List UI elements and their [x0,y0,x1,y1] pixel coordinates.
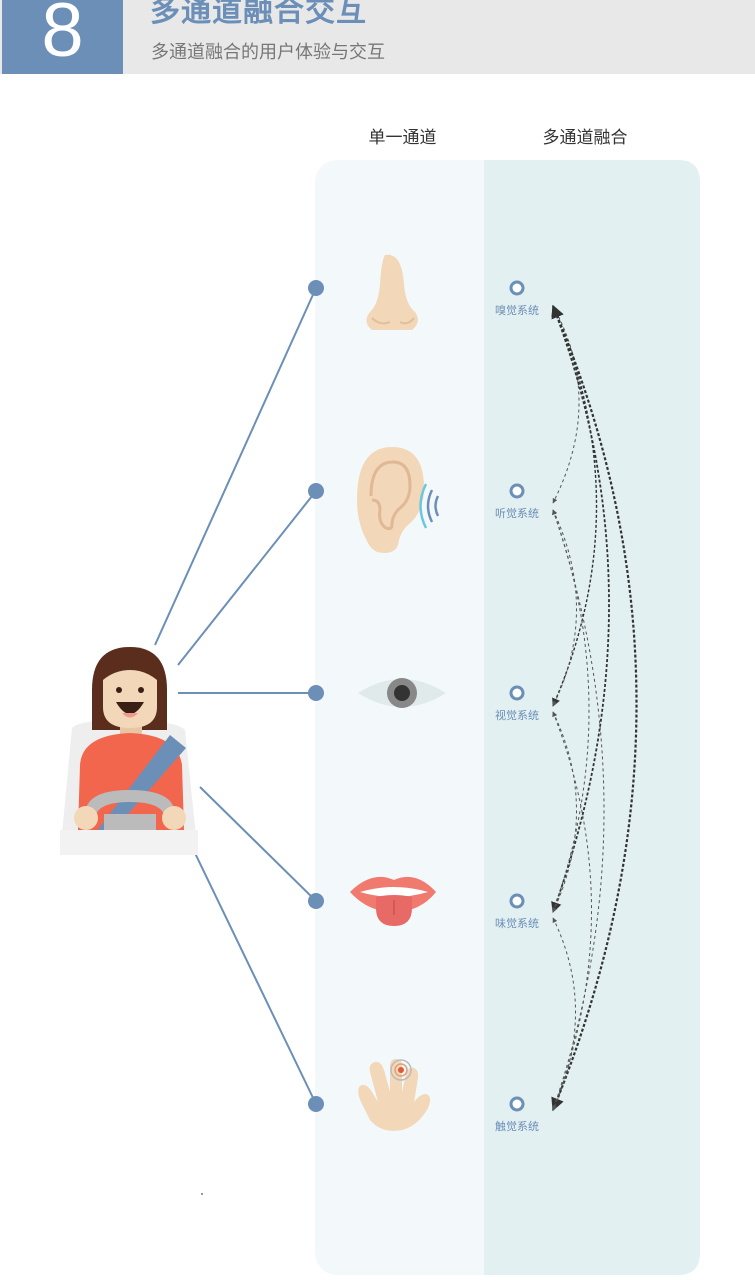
panel [315,160,700,1275]
connector-dot [308,483,324,499]
ear-icon [357,447,440,553]
arc-taste-touch [552,917,576,1111]
column-header-multi: 多通道融合 [542,128,628,148]
section-title: 多通道融合交互 [150,0,367,29]
hand [74,806,98,830]
arc-hearing-touch [552,509,605,1111]
arc-vision-touch [552,711,592,1111]
tongue [122,713,138,718]
connector-dot [308,685,324,701]
driver-icon [60,647,198,855]
fusion-node [509,1096,525,1112]
fusion-nodes [509,280,525,1112]
panel-multi-channel [484,160,700,1275]
fusion-node [509,685,525,701]
connector-hearing [177,490,317,666]
arc-vision-taste [552,711,577,913]
fusion-arcs [551,304,638,1112]
header-band [0,0,755,74]
fusion-node [509,280,525,296]
arc-smell-touch [551,304,638,1112]
connector-dot [308,893,324,909]
hand [162,806,186,830]
connector-dot [308,280,324,296]
section-number-box: 8 [2,0,123,74]
fusion-label-vision: 视觉系统 [495,708,539,722]
nose-icon [366,254,418,330]
steering-wheel [85,790,175,818]
stray-dot [201,1193,203,1195]
seat-belt [96,735,186,832]
fusion-label-smell: 嗅觉系统 [495,303,539,317]
fusion-node [509,893,525,909]
eye [116,687,122,693]
fusion-node [509,483,525,499]
steering-column [104,814,156,830]
fusion-label-taste: 味觉系统 [495,917,539,930]
smile [116,702,144,714]
fusion-label-touch: 触觉系统 [495,1119,539,1133]
face [103,665,157,728]
connector-dots [308,280,324,1112]
arc-hearing-vision [552,509,577,707]
bangs [95,650,165,688]
mouth-icon [350,876,436,926]
eye [138,687,144,693]
hand-icon [358,1059,431,1131]
section-number: 8 [41,0,84,73]
fusion-label-hearing: 听觉系统 [495,507,539,520]
arc-smell-hearing [552,305,580,504]
column-header-single: 单一通道 [368,128,437,148]
arc-smell-taste [551,304,610,914]
dashboard [60,830,198,855]
section-subtitle: 多通道融合的用户体验与交互 [151,42,385,63]
connector-smell [154,287,317,646]
connector-lines [154,287,317,1105]
connector-taste [199,786,317,902]
eye-icon [358,678,446,708]
connector-touch [179,821,317,1105]
connector-dot [308,1096,324,1112]
